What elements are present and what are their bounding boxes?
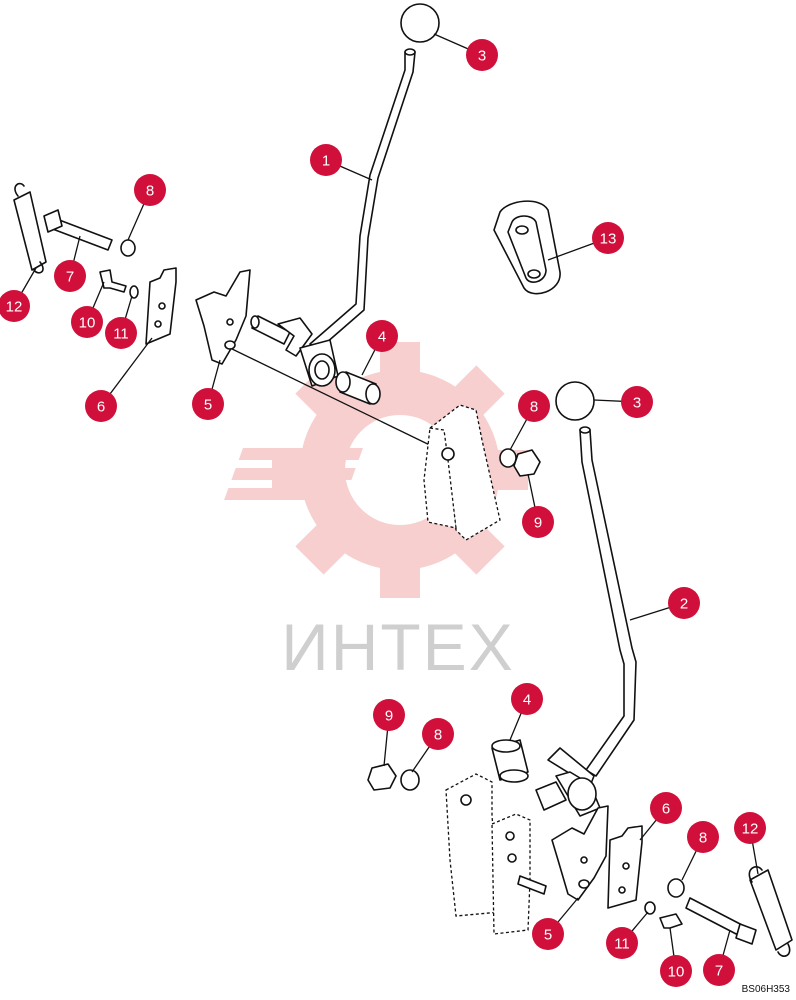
callout-10-upper: 10 [71,306,103,338]
reference-code: BS06H353 [742,984,791,995]
svg-text:7: 7 [66,269,74,286]
bushing-lower [491,739,529,783]
washer-8-lower-right [667,878,685,898]
callout-8-lower-left: 8 [422,718,454,750]
pivot-hub-lower [535,747,601,817]
svg-text:5: 5 [204,397,212,414]
spring-12-lower [748,866,793,957]
callout-3-lower: 3 [621,386,653,418]
svg-text:12: 12 [742,821,759,838]
callout-7-lower: 7 [703,954,735,986]
pin-7-lower [685,897,757,945]
callout-8-upper-right: 8 [518,390,550,422]
washer-8-upper-right [499,448,517,468]
svg-text:11: 11 [113,326,129,343]
pivot-hub-upper [250,315,339,387]
callout-11-lower: 11 [606,927,638,959]
svg-text:2: 2 [680,596,688,613]
svg-text:7: 7 [715,963,723,980]
grommet-13 [493,200,561,295]
washer-8-lower-left [400,769,420,791]
callout-11-upper: 11 [105,317,137,349]
svg-text:9: 9 [534,515,542,532]
svg-text:9: 9 [385,708,393,725]
lever-1 [309,48,416,351]
callout-9-upper: 9 [522,506,554,538]
callout-4-upper: 4 [366,320,398,352]
assembly-axis-upper [229,347,441,451]
svg-text:5: 5 [544,927,552,944]
watermark-text: ИНТЕХ [281,610,514,684]
svg-text:12: 12 [6,299,23,316]
svg-text:6: 6 [662,801,670,818]
svg-text:3: 3 [478,48,486,65]
bracket-5-upper [195,269,251,365]
svg-text:10: 10 [668,964,685,981]
bushing-upper [335,371,381,405]
bracket-5-lower [551,805,609,901]
washer-11-upper [129,285,139,299]
svg-text:10: 10 [79,315,96,332]
callout-10-lower: 10 [660,955,692,987]
svg-text:13: 13 [600,231,617,248]
callouts: 3 1 8 13 7 12 10 11 4 6 5 8 3 9 2 9 8 4 … [0,39,766,987]
callout-6-upper: 6 [85,390,117,422]
svg-text:4: 4 [523,692,531,709]
callout-9-lower: 9 [373,699,405,731]
callout-5-lower: 5 [532,918,564,950]
callout-6-lower: 6 [650,792,682,824]
spring-12-upper [13,182,47,274]
callout-12-upper: 12 [0,290,30,322]
nut-9-lower [367,763,397,791]
callout-8-lower-right: 8 [687,821,719,853]
callout-12-lower: 12 [734,812,766,844]
callout-13: 13 [592,222,624,254]
svg-text:3: 3 [633,395,641,412]
knob-lower [555,381,595,421]
lever-2 [579,426,637,777]
callout-5-upper: 5 [192,388,224,420]
svg-text:8: 8 [699,830,707,847]
bolt-10-lower [659,913,683,929]
svg-text:8: 8 [434,727,442,744]
callout-4-lower: 4 [511,683,543,715]
frame-bracket-upper [423,404,501,541]
callout-1: 1 [310,144,342,176]
callout-8-upper-left: 8 [134,174,166,206]
svg-text:1: 1 [322,153,330,170]
frame-bracket-lower [445,773,547,935]
pin-7-upper [43,209,113,251]
callout-3-upper: 3 [466,39,498,71]
washer-8-upper-left [120,239,136,257]
nut-9-upper [513,449,541,477]
svg-text:8: 8 [530,399,538,416]
washer-11-lower [644,901,656,915]
callout-2: 2 [668,587,700,619]
svg-text:8: 8 [146,183,154,200]
knob-upper [400,3,440,43]
svg-text:11: 11 [614,936,630,953]
bolt-10-upper [99,269,127,293]
svg-text:6: 6 [97,399,105,416]
svg-text:4: 4 [378,329,386,346]
callout-7-upper: 7 [54,260,86,292]
